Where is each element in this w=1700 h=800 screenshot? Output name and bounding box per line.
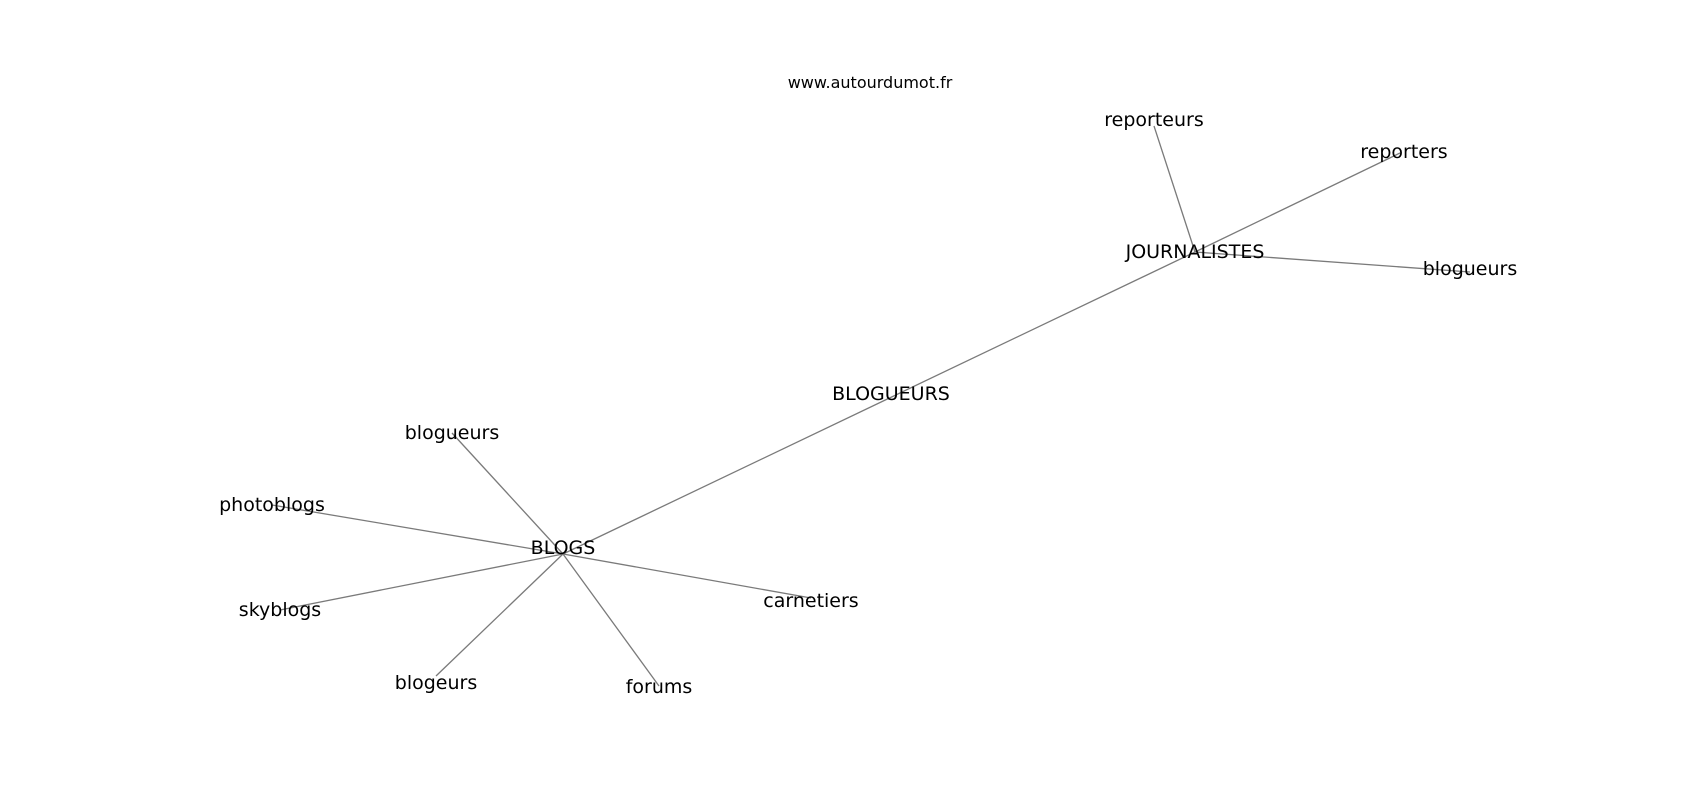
edge-blogs-blogeurs [435, 553, 564, 677]
node-label-reporters: reporters [1360, 141, 1447, 163]
node-label-carnetiers: carnetiers [763, 590, 858, 612]
edge-blogs-carnetiers [562, 553, 812, 599]
edge-blogs-skyblogs [279, 553, 564, 611]
node-label-forums: forums [626, 676, 693, 698]
edge-journalistes-blogueurs_right [1194, 251, 1471, 273]
node-label-photoblogs: photoblogs [219, 494, 325, 516]
node-label-blogueurs-left: blogueurs [405, 422, 500, 444]
edge-blogs-photoblogs [271, 504, 564, 555]
edge-blogs-journalistes [562, 251, 1196, 555]
edge-group [271, 125, 1471, 687]
node-label-group: BLOGUEURS JOURNALISTES BLOGS reporteurs repo… [219, 109, 1517, 698]
edge-journalistes-reporters [1194, 152, 1401, 253]
node-label-journalistes: JOURNALISTES [1125, 241, 1265, 263]
node-label-blogs: BLOGS [531, 537, 596, 559]
node-label-blogueurs-center: BLOGUEURS [832, 383, 950, 405]
source-label: www.autourdumot.fr [788, 73, 953, 92]
node-label-blogueurs-right: blogueurs [1423, 258, 1518, 280]
edge-journalistes-reporteurs [1153, 125, 1196, 253]
edge-blogs-blogueurs_left [451, 432, 564, 555]
node-label-reporteurs: reporteurs [1104, 109, 1203, 131]
node-label-skyblogs: skyblogs [239, 599, 321, 621]
node-label-blogeurs: blogeurs [395, 672, 477, 694]
edge-blogs-forums [562, 553, 660, 687]
